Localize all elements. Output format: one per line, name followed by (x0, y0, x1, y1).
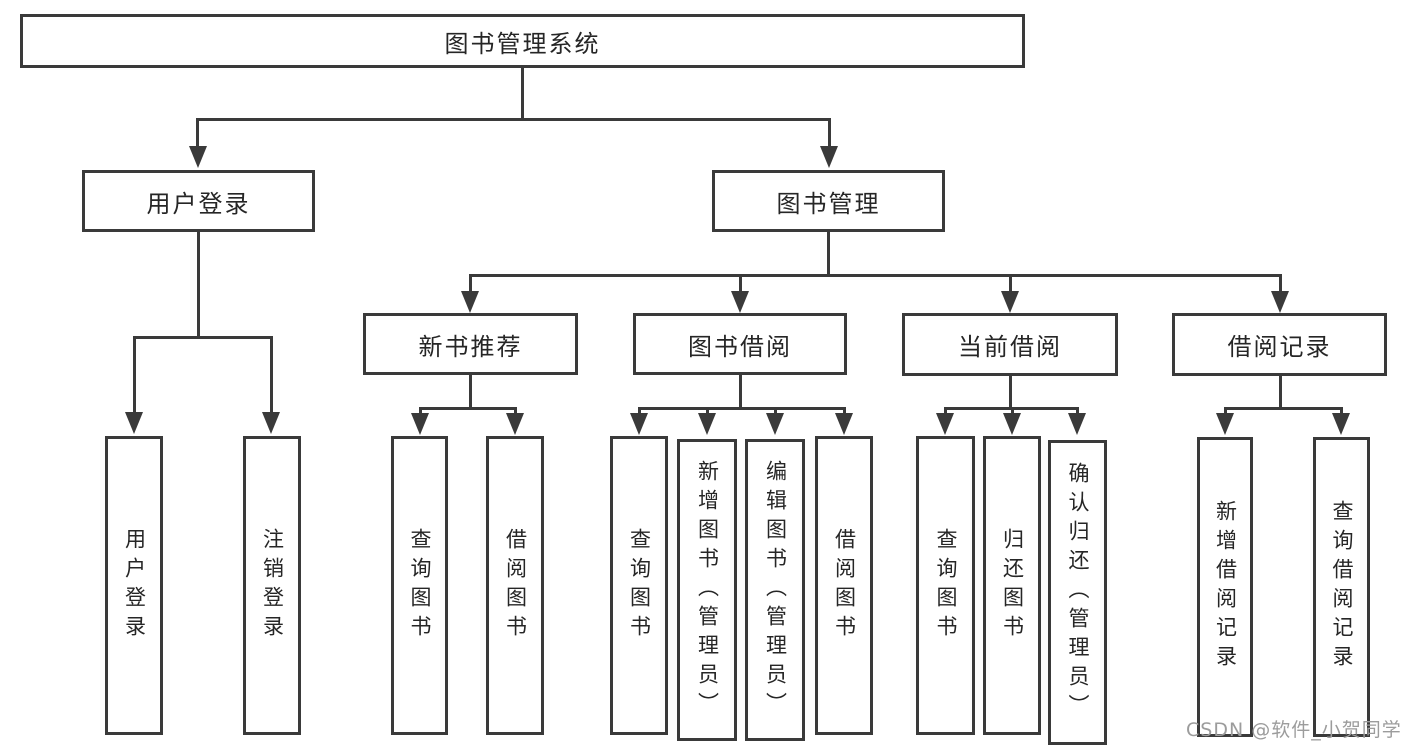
node-label: 图书管理 (776, 189, 881, 218)
connector-current-drop (1076, 407, 1079, 417)
leaf-label: 注销登录 (260, 527, 285, 644)
connector-records-drop (1340, 407, 1343, 417)
arrow-down-icon (835, 413, 853, 435)
arrow-down-icon (1332, 413, 1350, 435)
connector-borrow-drop (774, 407, 777, 417)
connector-borrow-drop (706, 407, 709, 417)
arrow-down-icon (461, 291, 479, 313)
leaf-return-book: 归还图书 (983, 436, 1041, 735)
leaf-query-books-recommend: 查询图书 (391, 436, 448, 735)
arrow-down-icon (698, 413, 716, 435)
node-current-borrow: 当前借阅 (902, 313, 1118, 376)
connector-bookmgmt-stem (827, 232, 830, 274)
connector-root-stem (521, 68, 524, 118)
connector-userlogin-bar (133, 336, 273, 339)
node-book-borrow: 图书借阅 (633, 313, 847, 375)
arrow-down-icon (820, 146, 838, 168)
node-library-management-system: 图书管理系统 (20, 14, 1025, 68)
arrow-down-icon (1001, 291, 1019, 313)
leaf-query-books-current: 查询图书 (916, 436, 975, 735)
leaf-label: 用户登录 (122, 527, 147, 644)
connector-root-drop-left (196, 118, 199, 150)
arrow-down-icon (1068, 413, 1086, 435)
arrow-down-icon (262, 412, 280, 434)
connector-bookmgmt-drop (469, 274, 472, 294)
node-user-login: 用户登录 (82, 170, 315, 232)
node-new-book-recommend: 新书推荐 (363, 313, 578, 375)
leaf-query-books-borrow: 查询图书 (610, 436, 668, 735)
arrow-down-icon (630, 413, 648, 435)
leaf-label: 新增借阅记录 (1213, 500, 1238, 674)
leaf-add-borrow-record: 新增借阅记录 (1197, 437, 1253, 737)
leaf-label: 借阅图书 (503, 527, 528, 644)
node-label: 新书推荐 (418, 332, 523, 361)
connector-current-stem (1009, 376, 1012, 407)
leaf-query-borrow-record: 查询借阅记录 (1313, 437, 1370, 737)
connector-current-drop (944, 407, 947, 417)
arrow-down-icon (1216, 413, 1234, 435)
leaf-label: 查询图书 (408, 527, 432, 644)
connector-recommend-drop (514, 407, 517, 417)
leaf-confirm-return-admin: 确认归还（管理员） (1048, 440, 1107, 745)
connector-userlogin-drop (270, 336, 273, 414)
leaf-label: 确认归还（管理员） (1066, 462, 1090, 723)
node-label: 当前借阅 (958, 333, 1062, 361)
arrow-down-icon (125, 412, 143, 434)
node-label: 图书借阅 (688, 332, 792, 361)
arrow-down-icon (731, 291, 749, 313)
node-borrow-records: 借阅记录 (1172, 313, 1387, 376)
connector-borrow-drop (843, 407, 846, 417)
leaf-logout: 注销登录 (243, 436, 301, 735)
connector-userlogin-drop (133, 336, 136, 414)
leaf-borrow-books-recommend: 借阅图书 (486, 436, 544, 735)
arrow-down-icon (1003, 413, 1021, 435)
leaf-label: 新增图书（管理员） (695, 459, 720, 721)
connector-recommend-bar (419, 407, 517, 410)
connector-recommend-stem (469, 375, 472, 407)
leaf-label: 借阅图书 (832, 527, 857, 644)
connector-userlogin-stem (197, 232, 200, 336)
connector-bookmgmt-drop (1279, 274, 1282, 294)
leaf-add-book-admin: 新增图书（管理员） (677, 439, 737, 741)
arrow-down-icon (411, 413, 429, 435)
leaf-label: 编辑图书（管理员） (763, 459, 788, 721)
connector-borrow-bar (638, 407, 846, 410)
connector-borrow-stem (739, 375, 742, 407)
leaf-user-login: 用户登录 (105, 436, 163, 735)
leaf-edit-book-admin: 编辑图书（管理员） (745, 439, 805, 741)
connector-recommend-drop (419, 407, 422, 417)
node-label: 借阅记录 (1227, 333, 1332, 361)
leaf-label: 查询借阅记录 (1330, 500, 1354, 674)
arrow-down-icon (506, 413, 524, 435)
connector-root-drop-right (828, 118, 831, 150)
connector-records-drop (1224, 407, 1227, 417)
connector-bookmgmt-drop (1009, 274, 1012, 294)
connector-bookmgmt-bar (469, 274, 1282, 277)
connector-root-bar (196, 118, 831, 121)
arrow-down-icon (189, 146, 207, 168)
node-label: 图书管理系统 (444, 29, 601, 58)
connector-records-stem (1279, 376, 1282, 407)
leaf-label: 查询图书 (934, 527, 958, 644)
arrow-down-icon (936, 413, 954, 435)
connector-current-drop (1011, 407, 1014, 417)
node-book-management: 图书管理 (712, 170, 945, 232)
connector-borrow-drop (638, 407, 641, 417)
leaf-label: 查询图书 (627, 527, 652, 644)
node-label: 用户登录 (146, 189, 251, 218)
connector-records-bar (1224, 407, 1343, 410)
leaf-borrow-books-2: 借阅图书 (815, 436, 873, 735)
watermark: CSDN @软件_小贺同学 (1186, 719, 1402, 741)
arrow-down-icon (766, 413, 784, 435)
leaf-label: 归还图书 (1000, 527, 1025, 644)
arrow-down-icon (1271, 291, 1289, 313)
connector-bookmgmt-drop (739, 274, 742, 294)
